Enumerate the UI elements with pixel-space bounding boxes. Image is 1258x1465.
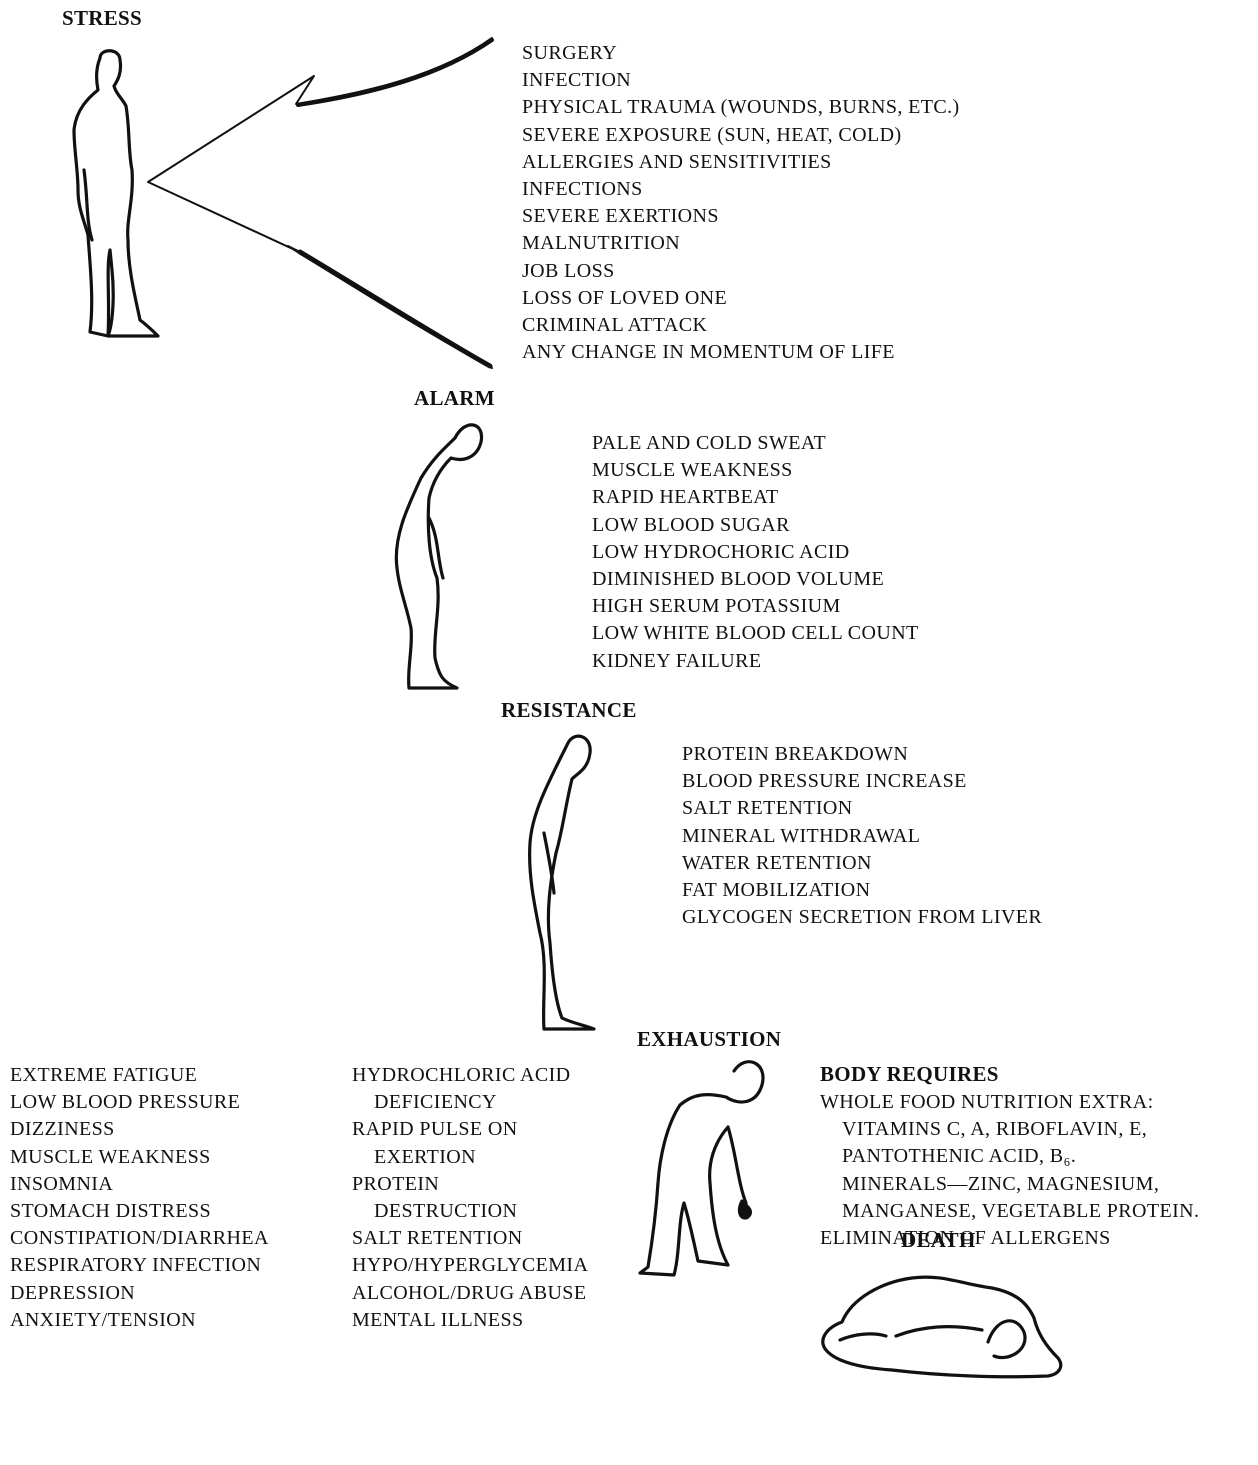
list-item: CRIMINAL ATTACK: [522, 312, 960, 339]
list-item: MALNUTRITION: [522, 230, 960, 257]
list-item: CONSTIPATION/DIARRHEA: [10, 1225, 269, 1252]
list-item: ANXIETY/TENSION: [10, 1307, 269, 1334]
list-item: MUSCLE WEAKNESS: [10, 1144, 269, 1171]
list-item: EXTREME FATIGUE: [10, 1062, 269, 1089]
list-item: LOSS OF LOVED ONE: [522, 285, 960, 312]
stage-title-stress: STRESS: [62, 6, 142, 31]
crouched-figure-icon: [638, 1053, 768, 1283]
list-item: GLYCOGEN SECRETION FROM LIVER: [682, 904, 1042, 931]
bent-figure-icon: [393, 418, 489, 698]
list-item: LOW BLOOD SUGAR: [592, 512, 919, 539]
stage-title-alarm: ALARM: [414, 386, 495, 411]
list-item: KIDNEY FAILURE: [592, 648, 919, 675]
list-item: ANY CHANGE IN MOMENTUM OF LIFE: [522, 339, 960, 366]
stage-title-exhaustion: EXHAUSTION: [637, 1027, 781, 1052]
list-item: SURGERY: [522, 40, 960, 67]
list-item: MANGANESE, VEGETABLE PROTEIN.: [820, 1198, 1199, 1225]
list-item: DIMINISHED BLOOD VOLUME: [592, 566, 919, 593]
list-item: MUSCLE WEAKNESS: [592, 457, 919, 484]
list-item: HIGH SERUM POTASSIUM: [592, 593, 919, 620]
list-item: PANTOTHENIC ACID, B₆.: [820, 1143, 1199, 1170]
list-item: HYDROCHLORIC ACID: [352, 1062, 588, 1089]
list-item: WATER RETENTION: [682, 850, 1042, 877]
list-item: MINERALS—ZINC, MAGNESIUM,: [820, 1171, 1199, 1198]
leaning-figure-icon: [522, 733, 602, 1033]
list-item: STOMACH DISTRESS: [10, 1198, 269, 1225]
list-item: ALCOHOL/DRUG ABUSE: [352, 1280, 588, 1307]
list-item: ELIMINATION OF ALLERGENS: [820, 1225, 1199, 1252]
list-item: BLOOD PRESSURE INCREASE: [682, 768, 1042, 795]
body-requires-list: WHOLE FOOD NUTRITION EXTRA:VITAMINS C, A…: [820, 1089, 1199, 1252]
list-item: PROTEIN BREAKDOWN: [682, 741, 1042, 768]
list-item: DEPRESSION: [10, 1280, 269, 1307]
list-item: VITAMINS C, A, RIBOFLAVIN, E,: [820, 1116, 1199, 1143]
list-item: ALLERGIES AND SENSITIVITIES: [522, 149, 960, 176]
list-item: RAPID HEARTBEAT: [592, 484, 919, 511]
list-item: PHYSICAL TRAUMA (WOUNDS, BURNS, ETC.): [522, 94, 960, 121]
list-item: LOW WHITE BLOOD CELL COUNT: [592, 620, 919, 647]
list-item: FAT MOBILIZATION: [682, 877, 1042, 904]
list-item: WHOLE FOOD NUTRITION EXTRA:: [820, 1089, 1199, 1116]
list-item: SALT RETENTION: [682, 795, 1042, 822]
list-item: SALT RETENTION: [352, 1225, 588, 1252]
list-item: RESPIRATORY INFECTION: [10, 1252, 269, 1279]
lying-figure-icon: [812, 1262, 1072, 1392]
lightning-arrow-icon: [140, 30, 500, 375]
list-item: INFECTION: [522, 67, 960, 94]
list-item: DESTRUCTION: [352, 1198, 588, 1225]
list-item: RAPID PULSE ON: [352, 1116, 588, 1143]
list-item: LOW BLOOD PRESSURE: [10, 1089, 269, 1116]
list-item: DEFICIENCY: [352, 1089, 588, 1116]
list-item: JOB LOSS: [522, 258, 960, 285]
list-item: INFECTIONS: [522, 176, 960, 203]
body-requires-title: BODY REQUIRES: [820, 1062, 999, 1087]
list-item: EXERTION: [352, 1144, 588, 1171]
list-item: INSOMNIA: [10, 1171, 269, 1198]
standing-figure-icon: [66, 50, 162, 350]
list-item: SEVERE EXPOSURE (SUN, HEAT, COLD): [522, 122, 960, 149]
stage-title-resistance: RESISTANCE: [501, 698, 637, 723]
list-item: HYPO/HYPERGLYCEMIA: [352, 1252, 588, 1279]
list-item: SEVERE EXERTIONS: [522, 203, 960, 230]
list-item: PALE AND COLD SWEAT: [592, 430, 919, 457]
list-item: MENTAL ILLNESS: [352, 1307, 588, 1334]
list-item: LOW HYDROCHORIC ACID: [592, 539, 919, 566]
list-item: PROTEIN: [352, 1171, 588, 1198]
list-item: MINERAL WITHDRAWAL: [682, 823, 1042, 850]
list-item: DIZZINESS: [10, 1116, 269, 1143]
